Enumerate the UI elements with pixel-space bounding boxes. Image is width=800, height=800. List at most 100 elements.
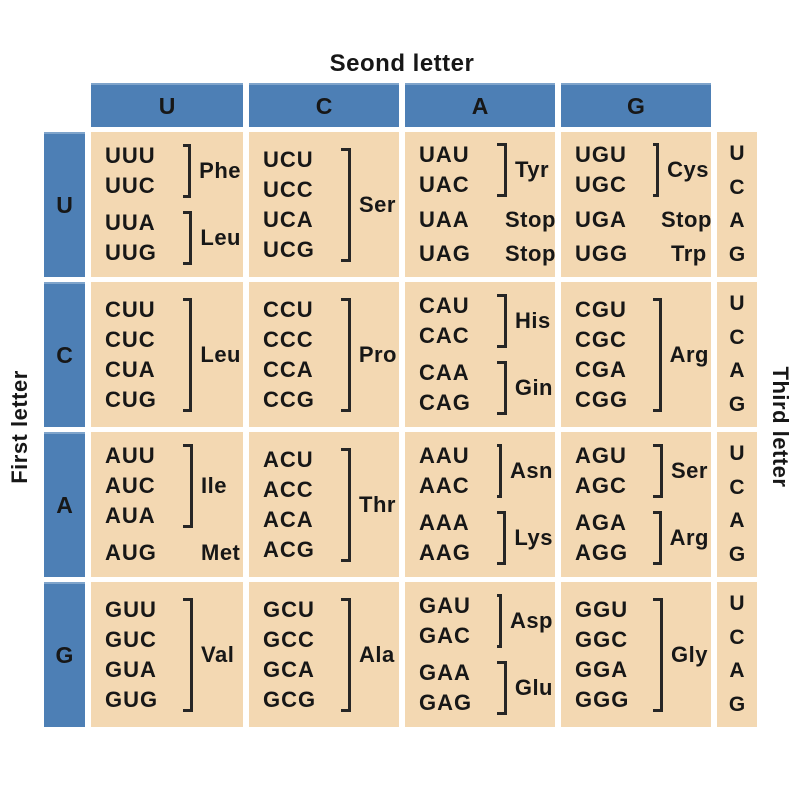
codon-UGA: UGA [575, 206, 627, 232]
codon-CCU: CCU [263, 296, 314, 322]
codon-CCC: CCC [263, 326, 314, 352]
first-letter-header-C: C [44, 282, 85, 427]
bracket-icon [497, 510, 507, 565]
codon-list: UGU UGC [575, 140, 653, 200]
first-letter-header-U: U [44, 132, 85, 277]
codon-UGU: UGU [575, 141, 627, 167]
bracket-icon [497, 142, 507, 197]
codon-GAC: GAC [419, 623, 471, 649]
codon-AUA: AUA [105, 503, 156, 529]
third-letter-C: C [729, 475, 745, 499]
third-letter-U: U [729, 592, 745, 616]
codon-CUC: CUC [105, 326, 156, 352]
codon-list: AUG [105, 538, 183, 568]
codon-group: AUG Met [105, 538, 241, 568]
second-letter-header-G: G [561, 83, 711, 127]
codon-UCC: UCC [263, 176, 314, 202]
amino-acid-label: His [515, 308, 551, 334]
codon-ACC: ACC [263, 476, 314, 502]
codon-UUG: UUG [105, 239, 157, 265]
third-letter-A: A [729, 509, 745, 533]
bracket-icon [183, 297, 193, 412]
amino-acid-label: Arg [669, 524, 709, 550]
second-letter-header-U: U [91, 83, 243, 127]
codon-CCA: CCA [263, 356, 314, 382]
third-letter-G: G [728, 392, 746, 416]
codon-GGG: GGG [575, 686, 630, 712]
codon-UAC: UAC [419, 171, 470, 197]
codon-UUU: UUU [105, 143, 156, 169]
bracket-icon [497, 594, 502, 649]
first-letter-label: First letter [7, 370, 32, 484]
codon-UAA: UAA [419, 206, 470, 232]
amino-acid-label: Asn [509, 458, 553, 484]
codon-GCA: GCA [263, 656, 315, 682]
first-letter-header-G: G [44, 582, 85, 727]
codon-UCG: UCG [263, 236, 315, 262]
third-letter-U: U [729, 292, 745, 316]
bracket-icon [341, 597, 351, 712]
amino-acid-label: Phe [199, 158, 241, 184]
amino-acid-label: Stop [661, 206, 711, 232]
amino-acid-label: Cys [667, 156, 709, 182]
amino-acid-label: Stop [505, 206, 555, 232]
codon-list: UGA [575, 205, 653, 235]
amino-acid-label: Val [201, 641, 235, 667]
amino-acid-label: Gin [514, 374, 553, 400]
third-letter-G: G [728, 692, 746, 716]
third-letter-C: C [729, 625, 745, 649]
third-letter-U: U [729, 142, 745, 166]
amino-acid-label: Tyr [515, 156, 550, 182]
amino-acid-label: Ala [359, 641, 395, 667]
codon-GUU: GUU [105, 596, 157, 622]
codon-GCG: GCG [263, 686, 317, 712]
codon-AGA: AGA [575, 509, 627, 535]
codon-CUG: CUG [105, 386, 157, 412]
bracket-spacer [653, 242, 663, 266]
codon-ACA: ACA [263, 506, 314, 532]
amino-acid-label: Met [201, 539, 241, 565]
codon-GGU: GGU [575, 596, 629, 622]
codon-UGC: UGC [575, 171, 627, 197]
codon-group: UAA Stop [419, 205, 555, 235]
codon-AAG: AAG [419, 539, 471, 565]
bracket-icon [497, 444, 502, 499]
codon-AAU: AAU [419, 443, 470, 469]
codon-UCU: UCU [263, 146, 314, 172]
third-letter-G: G [728, 242, 746, 266]
corner-top-left [44, 83, 85, 127]
amino-acid-label: Ser [359, 191, 396, 217]
